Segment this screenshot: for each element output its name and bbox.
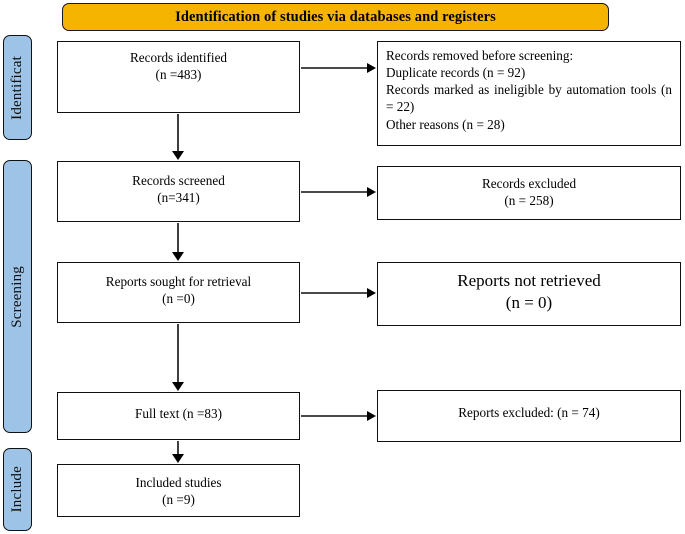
arrow-head-icon [172,151,184,160]
box-included-studies-text: Included studies (n =9) [135,475,222,508]
arrow-shaft [177,324,179,383]
arrow-shaft [177,223,179,253]
box-records-screened-text: Records screened (n=341) [132,173,225,206]
arrow-shaft [177,114,179,152]
arrow-head-icon [172,454,184,463]
arrow-head-icon [367,63,376,73]
arrow-shaft [301,415,367,417]
box-records-excluded-text: Records excluded (n = 258) [481,176,577,209]
box-reports-excluded: Reports excluded: (n = 74) [377,390,681,442]
arrow-identified-to-removed [301,63,376,73]
arrow-shaft [177,441,179,455]
box-records-identified-text: Records identified (n =483) [129,50,228,83]
box-full-text: Full text (n =83) [57,392,300,440]
box-reports-sought-for-retrieval: Reports sought for retrieval (n =0) [57,262,300,323]
arrow-head-icon [172,382,184,391]
stage-label-included-text: Include [9,466,25,513]
arrow-head-icon [172,252,184,261]
box-reports-sought-text: Reports sought for retrieval (n =0) [105,274,252,307]
stage-label-identification: Identificat [3,35,32,140]
arrow-sought-to-full-text [172,324,184,391]
arrow-screened-to-sought [172,223,184,261]
stage-label-screening: Screening [3,160,32,433]
box-records-removed-before-screening: Records removed before screening: Duplic… [377,41,681,146]
box-included-studies: Included studies (n =9) [57,464,300,517]
diagram-title: Identification of studies via databases … [175,8,496,25]
arrow-full-text-to-reports-excluded [301,411,376,421]
box-reports-not-retrieved: Reports not retrieved (n = 0) [377,262,681,326]
box-reports-excluded-text: Reports excluded: (n = 74) [458,405,600,420]
box-records-screened: Records screened (n=341) [57,161,300,222]
arrow-identified-to-screened [172,114,184,160]
stage-label-included: Include [3,448,32,531]
box-reports-not-retrieved-text: Reports not retrieved (n = 0) [457,271,601,312]
stage-label-screening-text: Screening [9,265,25,328]
box-records-excluded: Records excluded (n = 258) [377,166,681,220]
arrow-full-text-to-included [172,441,184,463]
arrow-shaft [301,292,367,294]
arrow-head-icon [367,187,376,197]
arrow-head-icon [367,411,376,421]
box-records-identified: Records identified (n =483) [57,41,300,113]
stage-label-identification-text: Identificat [9,55,25,120]
arrow-shaft [301,191,367,193]
arrow-sought-to-not-retrieved [301,288,376,298]
arrow-head-icon [367,288,376,298]
arrow-shaft [301,67,367,69]
arrow-screened-to-excluded [301,187,376,197]
box-records-removed-text: Records removed before screening: Duplic… [386,48,672,132]
box-full-text-text: Full text (n =83) [135,406,222,421]
diagram-header-banner: Identification of studies via databases … [62,3,609,31]
